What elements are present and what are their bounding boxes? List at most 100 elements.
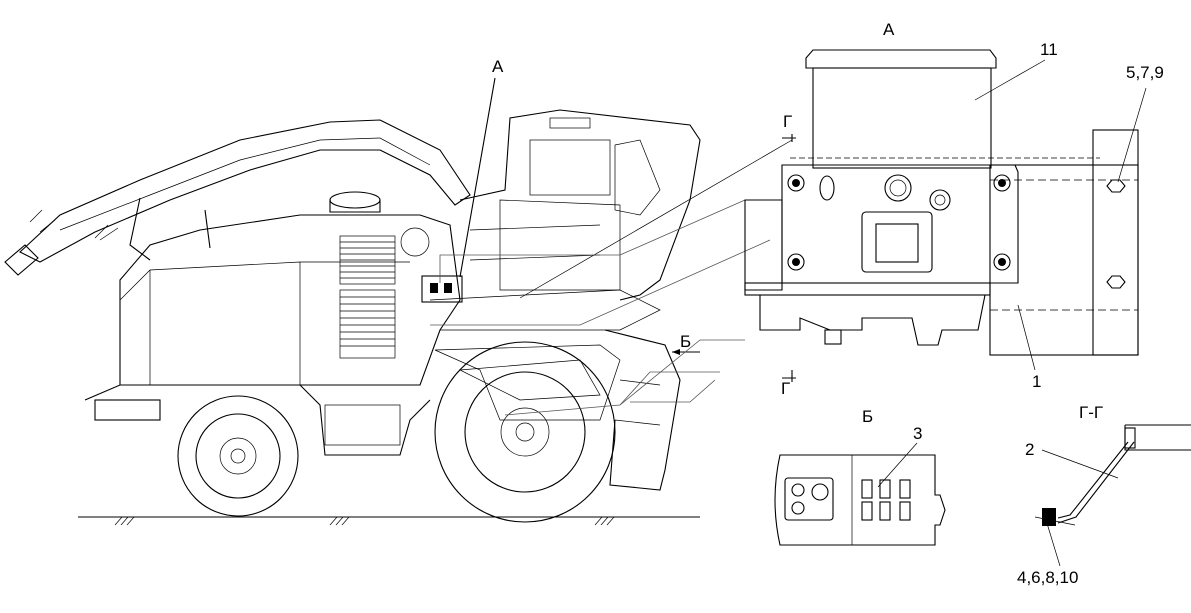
section-g-top-label: Г xyxy=(783,112,792,131)
cab-window xyxy=(529,139,611,196)
filter-canister xyxy=(812,67,992,169)
callout-5-7-9: 5,7,9 xyxy=(1126,63,1164,82)
view-b-detail xyxy=(774,442,946,546)
front-wheel-tire xyxy=(434,341,616,523)
hex-bolt-bottom xyxy=(1106,275,1126,289)
projection-line-2 xyxy=(430,239,771,326)
rear-wheel-rim xyxy=(195,413,281,499)
callout-2: 2 xyxy=(1025,440,1034,459)
coupling-4 xyxy=(861,501,873,521)
step-box xyxy=(324,404,401,446)
detail-a-location xyxy=(421,275,463,303)
detail-a-mark-1 xyxy=(430,283,438,293)
machine-callout-a: А xyxy=(492,57,504,76)
filter-cap xyxy=(805,49,997,69)
view-b-arrowhead xyxy=(672,349,680,355)
bracket-bolt-axis xyxy=(1034,516,1076,526)
rear-wheel-hub xyxy=(219,437,257,475)
projection-line-1 xyxy=(439,199,746,283)
detail-a-mark-2 xyxy=(444,283,452,293)
spout-inner-line xyxy=(59,137,431,231)
projection-line-4 xyxy=(619,371,720,406)
rear-wheel-tire xyxy=(177,395,299,517)
bolt-bottom-left-head xyxy=(792,258,800,266)
header-front xyxy=(604,329,681,491)
section-gg-title: Г-Г xyxy=(1079,403,1103,422)
leader-3 xyxy=(877,442,918,488)
front-wheel-center xyxy=(515,422,535,442)
cab-light xyxy=(549,117,591,129)
bracket-edge xyxy=(1057,441,1135,524)
grille-top-slats xyxy=(340,241,395,279)
rear-wheel-center xyxy=(230,448,246,464)
cooler-round xyxy=(400,227,430,257)
frame-tube xyxy=(989,164,1139,356)
cab-side-window xyxy=(614,139,661,216)
projection-line-3 xyxy=(504,339,745,416)
grille-bottom-slats xyxy=(340,296,395,347)
socket-block xyxy=(784,477,834,521)
coupling-2 xyxy=(879,479,891,499)
socket-1 xyxy=(791,483,805,497)
spout-body xyxy=(19,119,471,263)
bolt-top-right xyxy=(993,174,1011,192)
view-b-arrow-label: Б xyxy=(680,332,691,351)
port-large xyxy=(884,174,912,202)
section-gg-detail xyxy=(1034,424,1191,567)
fitting-inner xyxy=(934,194,946,206)
bracket-nut xyxy=(1042,508,1056,526)
coupling-3 xyxy=(899,479,911,499)
section-clamp xyxy=(1124,427,1136,449)
coupling-1 xyxy=(861,479,873,499)
spout-support xyxy=(129,197,211,261)
section-g-top-line xyxy=(519,139,793,299)
bolt-top-right-head xyxy=(998,179,1006,187)
sensor-window xyxy=(875,223,919,263)
cab-rails xyxy=(469,224,601,261)
platform xyxy=(429,289,661,331)
callout-4-6-8-10: 4,6,8,10 xyxy=(1017,568,1078,587)
fitting xyxy=(929,189,951,211)
view-a-title: А xyxy=(883,20,895,39)
spout-details xyxy=(29,209,119,241)
callout-11: 11 xyxy=(1040,40,1058,59)
coupling-6 xyxy=(899,501,911,521)
bolt-bottom-right-head xyxy=(998,258,1006,266)
left-housing xyxy=(744,199,783,291)
ground-hatch xyxy=(114,516,615,526)
rear-bumper xyxy=(94,399,161,421)
section-g-bottom-label: Г xyxy=(781,379,790,398)
view-a-detail xyxy=(744,49,1147,371)
bolt-top-left-head xyxy=(792,179,800,187)
port-large-inner xyxy=(889,179,907,197)
drain-plug xyxy=(824,329,842,345)
section-g-top-mark xyxy=(782,134,796,142)
hydraulic-couplings xyxy=(861,479,911,521)
front-wheel-hub xyxy=(500,407,550,457)
cab-lower-frame xyxy=(499,199,621,291)
leader-a xyxy=(459,77,496,278)
leader-46810 xyxy=(1045,519,1061,567)
lower-panel-inner xyxy=(458,359,601,401)
lower-panel xyxy=(434,344,621,421)
hood-panel-lines xyxy=(119,261,410,385)
section-g-bottom-mark xyxy=(782,370,796,382)
view-b-title: Б xyxy=(862,407,873,426)
projection-line-5 xyxy=(630,379,716,403)
engine-grille-bottom xyxy=(339,289,396,359)
air-intake-base xyxy=(329,200,381,213)
base-housing xyxy=(759,294,986,346)
port-oval xyxy=(819,175,835,201)
engine-hood xyxy=(119,214,461,386)
harvester-side-view xyxy=(4,77,796,526)
callout-1: 1 xyxy=(1032,372,1041,391)
front-wheel-rim xyxy=(464,371,586,493)
bolt-bottom-left xyxy=(787,253,805,271)
leader-1 xyxy=(1017,304,1036,371)
bolt-top-left xyxy=(787,174,805,192)
bracket xyxy=(1057,441,1129,519)
leader-579 xyxy=(1117,87,1147,183)
leader-2 xyxy=(1041,449,1119,479)
